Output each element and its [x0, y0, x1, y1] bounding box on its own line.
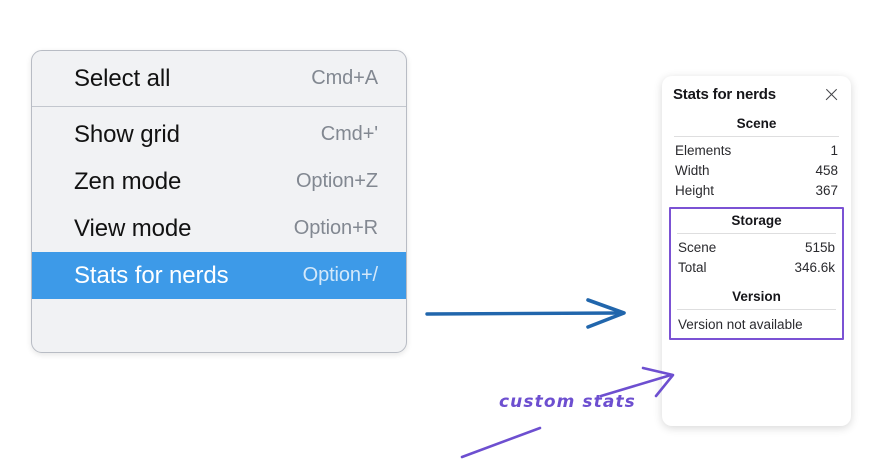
stat-row-storage-total: Total 346.6k [675, 257, 838, 277]
stat-label: Height [675, 182, 715, 198]
version-section-heading: Version [732, 289, 781, 304]
menu-item-zen-mode[interactable]: Zen mode Option+Z [32, 158, 406, 205]
stats-for-nerds-panel: Stats for nerds Scene Elements 1 Width 4… [662, 76, 851, 426]
menu-item-label: Select all [74, 64, 171, 92]
stat-label: Elements [675, 142, 732, 158]
stat-row-storage-scene: Scene 515b [675, 237, 838, 257]
context-menu[interactable]: Select all Cmd+A Show grid Cmd+' Zen mod… [31, 50, 407, 353]
stat-value: 367 [815, 182, 838, 198]
menu-item-shortcut: Cmd+' [320, 123, 378, 145]
close-icon[interactable] [823, 86, 840, 103]
menu-item-label: Show grid [74, 120, 180, 148]
menu-group-1: Select all Cmd+A [32, 51, 406, 106]
menu-item-shortcut: Option+/ [302, 264, 378, 286]
menu-item-label: Zen mode [74, 167, 182, 195]
menu-item-label: View mode [74, 214, 192, 242]
stat-row-height: Height 367 [672, 180, 841, 200]
panel-header: Stats for nerds [672, 85, 841, 103]
purple-underline-annotation [460, 426, 542, 459]
scene-section: Scene Elements 1 Width 458 Height 367 [672, 114, 841, 200]
scene-section-heading: Scene [736, 116, 777, 131]
menu-item-select-all[interactable]: Select all Cmd+A [32, 55, 406, 102]
custom-stats-highlight-box: Storage Scene 515b Total 346.6k Version … [669, 207, 844, 340]
stat-value: 515b [804, 239, 835, 255]
menu-item-view-mode[interactable]: View mode Option+R [32, 205, 406, 252]
stat-label: Scene [678, 239, 717, 255]
menu-item-show-grid[interactable]: Show grid Cmd+' [32, 111, 406, 158]
version-text: Version not available [678, 317, 803, 332]
menu-item-shortcut: Option+R [293, 217, 378, 239]
stat-value: 1 [830, 142, 838, 158]
stat-value: 346.6k [794, 259, 835, 275]
blue-arrow-annotation [425, 298, 626, 329]
menu-item-shortcut: Option+Z [295, 170, 378, 192]
stat-row-width: Width 458 [672, 160, 841, 180]
divider [674, 136, 839, 137]
menu-item-stats-for-nerds[interactable]: Stats for nerds Option+/ [32, 252, 406, 299]
menu-group-2: Show grid Cmd+' Zen mode Option+Z View m… [32, 106, 406, 303]
stat-label: Total [678, 259, 707, 275]
custom-stats-annotation-label: custom stats [499, 392, 636, 412]
stat-row-elements: Elements 1 [672, 140, 841, 160]
divider [677, 233, 836, 234]
panel-title: Stats for nerds [673, 86, 776, 103]
stat-label: Width [675, 162, 710, 178]
menu-item-label: Stats for nerds [74, 261, 229, 289]
menu-item-shortcut: Cmd+A [311, 67, 378, 89]
storage-section-heading: Storage [731, 213, 782, 228]
divider [677, 309, 836, 310]
stat-value: 458 [815, 162, 838, 178]
